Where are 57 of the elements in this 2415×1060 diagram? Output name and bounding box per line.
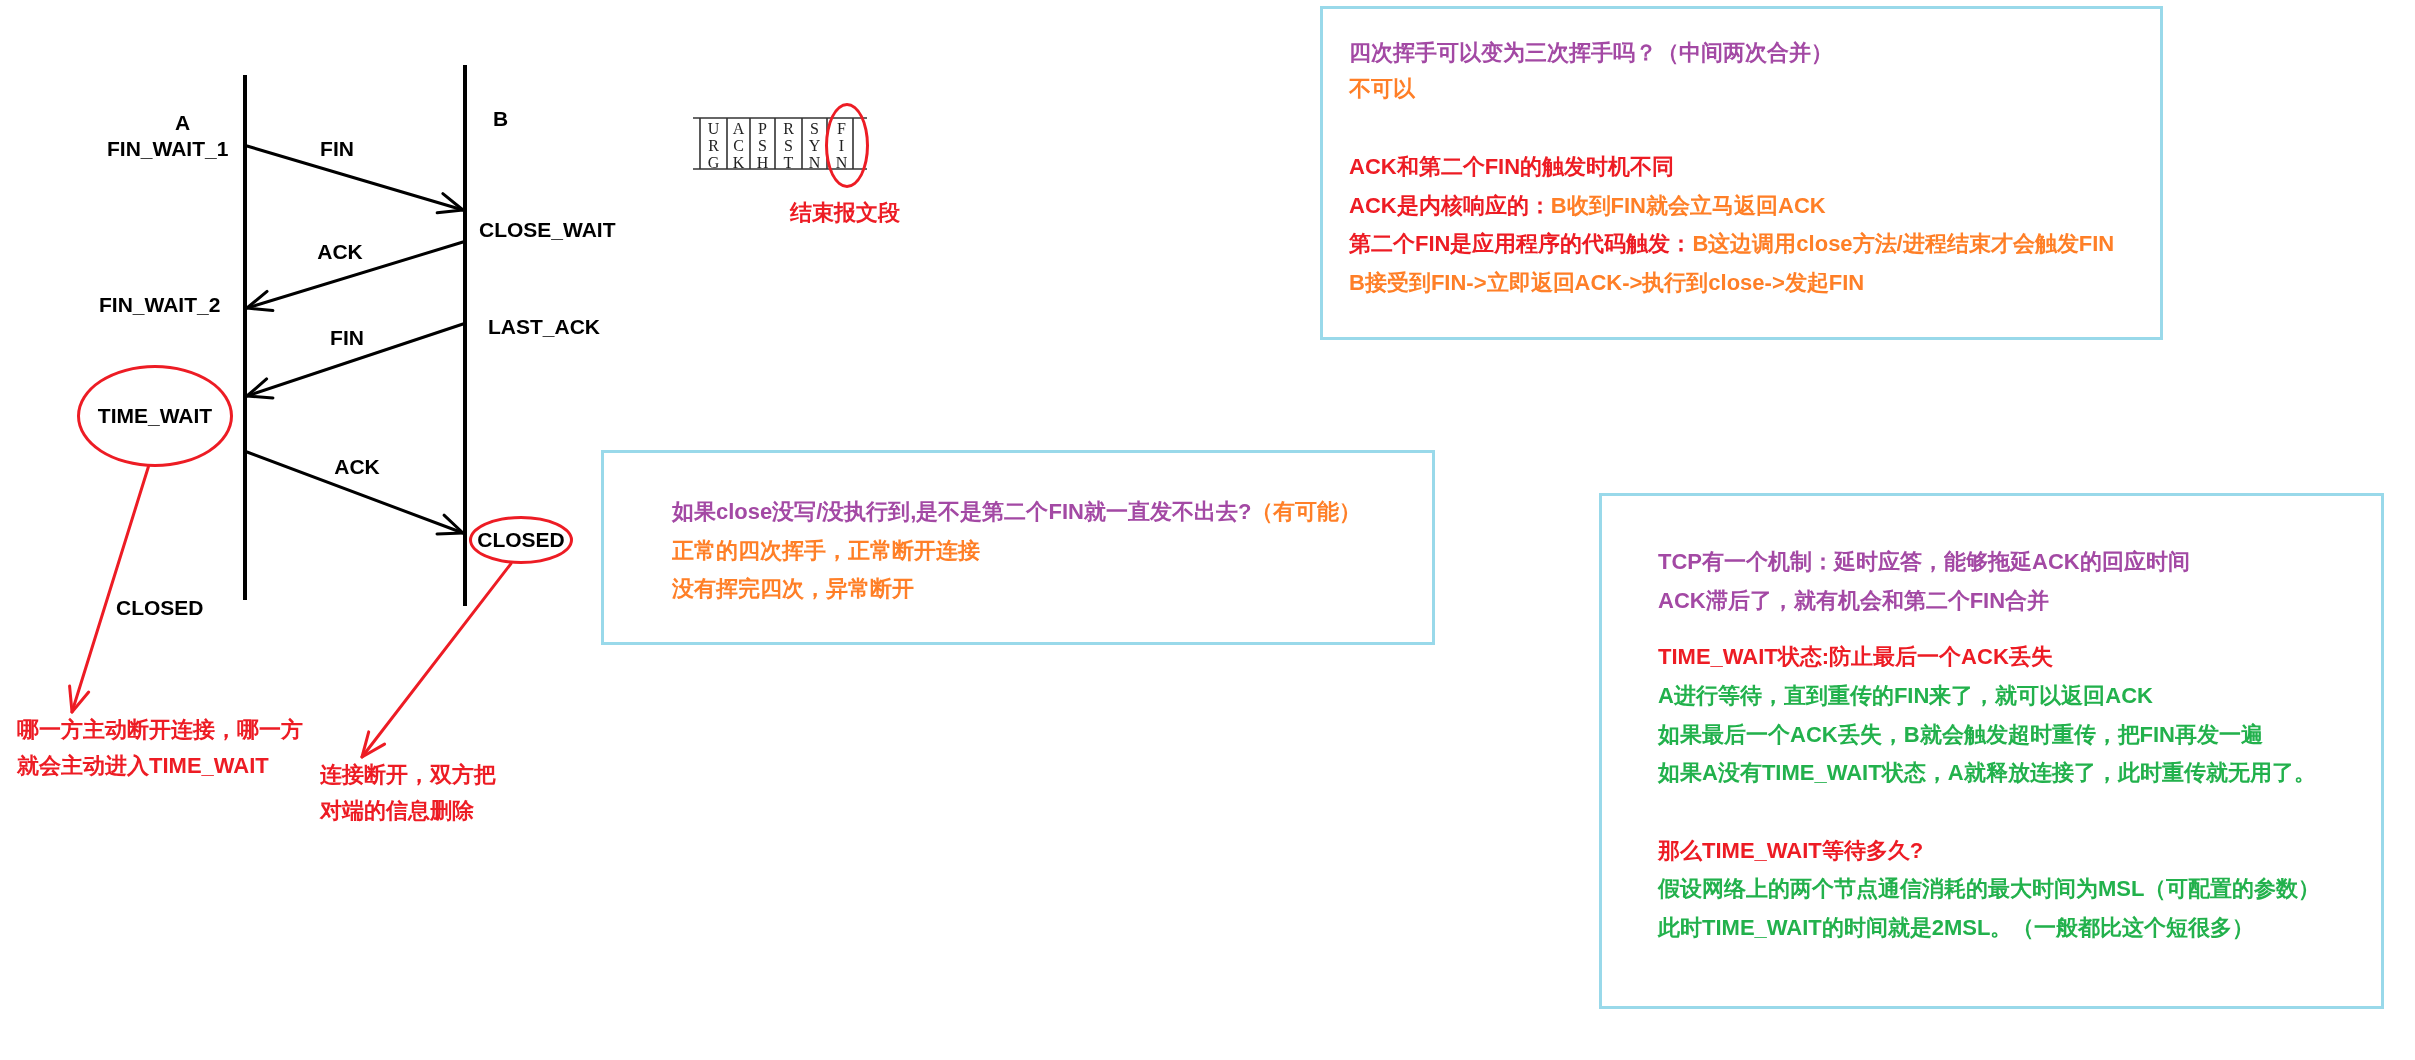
- note-text: 如果A没有TIME_WAIT状态，A就释放连接了，此时重传就无用了。: [1658, 760, 2316, 785]
- message-arrow: [245, 450, 465, 536]
- flag-letters: ACK: [730, 120, 746, 171]
- message-label: FIN: [330, 326, 364, 350]
- note-heading: ACK是内核响应的：: [1349, 193, 1551, 218]
- lifeline: [463, 65, 467, 606]
- message-arrow: [245, 322, 465, 400]
- note-heading: ACK和第二个FIN的触发时机不同: [1349, 154, 1675, 179]
- lifeline: [243, 75, 247, 600]
- leader-arrow: [68, 465, 150, 714]
- state-label: LAST_ACK: [488, 315, 600, 339]
- flag-letters: SYN: [806, 120, 822, 171]
- note-text: B收到FIN就会立马返回ACK: [1550, 193, 1826, 218]
- note-text: （有可能）: [1251, 499, 1362, 524]
- question-text: 四次挥手可以变为三次挥手吗？（中间两次合并）: [1349, 40, 1833, 65]
- note-text: 没有挥完四次，异常断开: [672, 576, 914, 601]
- note-text: B这边调用close方法/进程结束才会触发FIN: [1692, 231, 2115, 256]
- note-box: [1320, 6, 2163, 340]
- participant-label: A: [175, 111, 191, 135]
- note-text: 如果最后一个ACK丢失，B就会触发超时重传，把FIN再发一遍: [1658, 722, 2263, 747]
- note-box: [1599, 493, 2384, 1009]
- participant-label: B: [493, 107, 509, 131]
- note-heading: 那么TIME_WAIT等待多久?: [1658, 838, 1924, 863]
- state-label: FIN_WAIT_2: [99, 293, 221, 317]
- message-label: FIN: [320, 137, 354, 161]
- caption-text: 结束报文段: [790, 199, 900, 227]
- state-label: CLOSE_WAIT: [479, 218, 616, 242]
- question-text: TCP有一个机制：延时应答，能够拖延ACK的回应时间: [1658, 549, 2190, 574]
- flag-letters: URG: [705, 120, 721, 171]
- note-text: 此时TIME_WAIT的时间就是2MSL。（一般都比这个短很多）: [1658, 915, 2255, 940]
- question-text: 如果close没写/没执行到,是不是第二个FIN就一直发不出去?: [672, 499, 1252, 524]
- note-text: 假设网络上的两个节点通信消耗的最大时间为MSL（可配置的参数）: [1658, 876, 2321, 901]
- message-arrow: [245, 240, 465, 313]
- flag-letters: FIN: [833, 120, 849, 171]
- state-label: CLOSED: [116, 596, 204, 620]
- message-arrow: [245, 144, 465, 215]
- flag-letters: PSH: [754, 120, 770, 171]
- note-text: A进行等待，直到重传的FIN来了，就可以返回ACK: [1658, 683, 2153, 708]
- leader-arrow: [360, 562, 513, 759]
- note-text: B接受到FIN->立即返回ACK->执行到close->发起FIN: [1349, 270, 1865, 295]
- note-heading: 第二个FIN是应用程序的代码触发：: [1349, 231, 1693, 256]
- message-label: ACK: [334, 454, 380, 479]
- annotation-text: 哪一方主动断开连接，哪一方就会主动进入TIME_WAIT: [17, 712, 315, 784]
- note-box: [601, 450, 1435, 645]
- flag-letters: RST: [780, 120, 796, 171]
- message-label: ACK: [317, 240, 363, 264]
- note-text: 正常的四次挥手，正常断开连接: [672, 538, 980, 563]
- state-label: CLOSED: [477, 528, 565, 552]
- question-text: ACK滞后了，就有机会和第二个FIN合并: [1658, 588, 2050, 613]
- state-label: FIN_WAIT_1: [107, 137, 229, 161]
- highlight-ellipse: [825, 103, 869, 188]
- state-ellipse: [469, 516, 573, 564]
- state-ellipse: [77, 365, 233, 467]
- note-text: 不可以: [1349, 76, 1415, 101]
- note-heading: TIME_WAIT状态:防止最后一个ACK丢失: [1658, 644, 2053, 669]
- annotation-text: 连接断开，双方把对端的信息删除: [320, 757, 508, 829]
- state-label: TIME_WAIT: [97, 404, 213, 428]
